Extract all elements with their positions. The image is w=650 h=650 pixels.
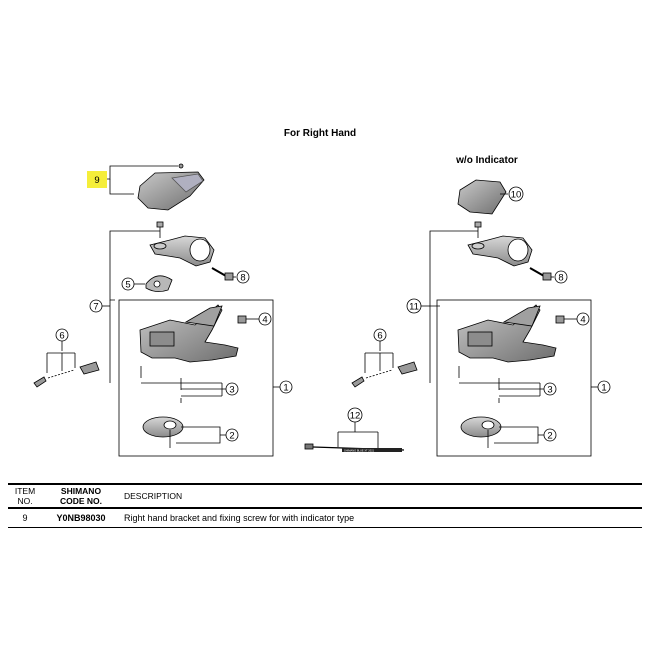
callout-10: 10: [508, 186, 524, 202]
callout-5: 5: [121, 277, 135, 291]
svg-text:8: 8: [558, 273, 563, 284]
header-item-line2: NO.: [17, 496, 33, 506]
parts-table: ITEM NO. SHIMANO CODE NO. DESCRIPTION 9 …: [8, 483, 642, 528]
inner-cable-print: SHIMANO BLUE XT 2021: [344, 448, 375, 452]
diagram-subtitle: w/o Indicator: [455, 155, 518, 166]
table-header-row: ITEM NO. SHIMANO CODE NO. DESCRIPTION: [8, 484, 642, 508]
callout-4: 4: [252, 312, 272, 326]
header-item: ITEM NO.: [8, 484, 42, 508]
header-description: DESCRIPTION: [124, 491, 183, 501]
row-description: Right hand bracket and fixing screw for …: [124, 513, 355, 523]
svg-text:5: 5: [125, 280, 130, 291]
svg-text:3: 3: [229, 385, 234, 396]
svg-text:6: 6: [59, 331, 64, 342]
svg-text:4: 4: [580, 315, 585, 326]
svg-text:4: 4: [262, 315, 267, 326]
header-item-line1: ITEM: [14, 486, 36, 496]
callout-3: 3: [222, 382, 239, 396]
svg-text:8: 8: [240, 273, 245, 284]
callout-1-right: 1: [597, 380, 611, 394]
callout-8: 8: [236, 270, 250, 284]
svg-text:6: 6: [377, 331, 382, 342]
left-callouts: 9 7 5 8 6 4 3 2: [55, 175, 293, 442]
item-9-highlight: [87, 171, 107, 188]
svg-text:2: 2: [547, 431, 552, 442]
svg-text:1: 1: [601, 383, 606, 394]
svg-text:10: 10: [511, 190, 522, 201]
callout-7: 7: [89, 299, 110, 313]
svg-text:1: 1: [283, 383, 288, 394]
svg-text:12: 12: [350, 411, 361, 422]
diagram-title: For Right Hand: [284, 128, 356, 139]
row-code-no: Y0NB98030: [56, 513, 106, 523]
callout-6-right: 6: [373, 328, 387, 342]
left-assembly: [33, 163, 280, 457]
right-callouts: 10 11 8 6 4 3 2 1: [347, 186, 611, 442]
callout-2-right: 2: [543, 428, 557, 442]
svg-text:7: 7: [93, 302, 98, 313]
exploded-parts-diagram: For Right Hand w/o Indicator: [33, 128, 611, 457]
svg-text:11: 11: [409, 302, 419, 313]
row-item-no: 9: [22, 513, 28, 523]
right-assembly: [304, 179, 598, 457]
svg-text:9: 9: [94, 175, 99, 186]
callout-4-right: 4: [570, 312, 590, 326]
header-code-line1: SHIMANO: [60, 486, 102, 496]
svg-text:3: 3: [547, 385, 552, 396]
callout-6: 6: [55, 328, 69, 342]
table-row[interactable]: 9 Y0NB98030 Right hand bracket and fixin…: [8, 508, 642, 528]
callout-8-right: 8: [554, 270, 568, 284]
callout-1: 1: [279, 380, 293, 394]
header-code-line2: CODE NO.: [59, 496, 103, 506]
callout-2: 2: [225, 428, 239, 442]
callout-11: 11: [406, 298, 430, 314]
callout-3-right: 3: [540, 382, 557, 396]
svg-text:2: 2: [229, 431, 234, 442]
header-code: SHIMANO CODE NO.: [42, 484, 120, 508]
callout-9: 9: [94, 175, 99, 186]
callout-12: 12: [347, 407, 363, 423]
